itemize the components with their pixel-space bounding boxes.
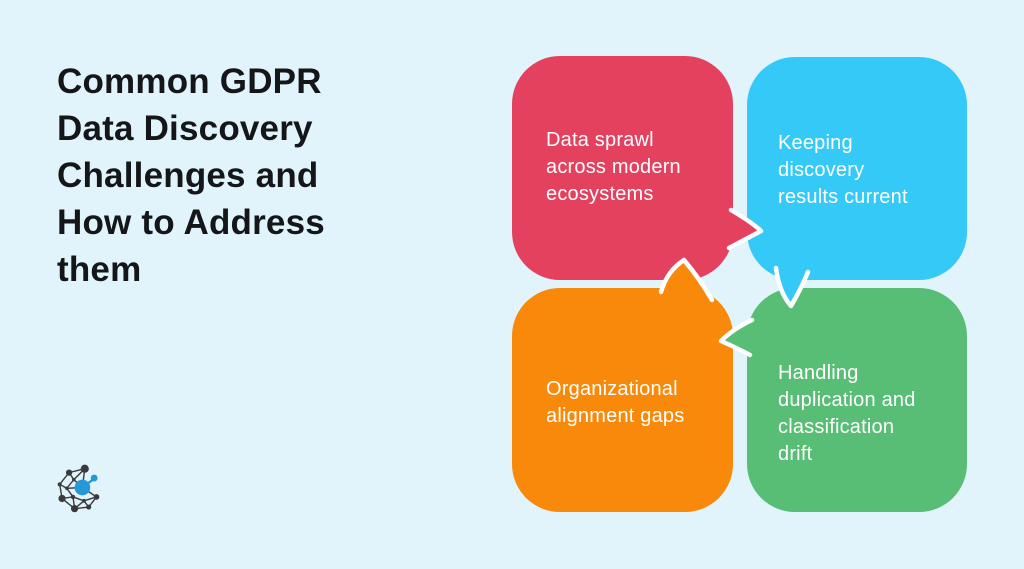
bubble-label-line: across modern <box>546 156 681 178</box>
bubble-duplication-drift <box>747 288 967 512</box>
logo-node <box>80 464 89 473</box>
bubble-label-line: duplication and <box>778 389 916 411</box>
bubble-label-line: ecosystems <box>546 183 654 205</box>
page-title-line: Data Discovery <box>57 109 313 148</box>
bubble-label-line: Handling <box>778 362 859 384</box>
bubble-label-duplication-drift: Handling duplication and classification … <box>778 360 916 468</box>
page-title-line: Common GDPR <box>57 62 322 101</box>
bubble-label-org-alignment: Organizational alignment gaps <box>546 376 684 430</box>
logo-blue-hub <box>74 479 91 496</box>
bubble-data-sprawl <box>512 56 733 280</box>
logo-node <box>70 505 79 513</box>
bubble-org-alignment <box>512 288 733 512</box>
bubble-keeping-current <box>747 57 967 280</box>
logo-node <box>93 494 100 500</box>
page-title-line: How to Address <box>57 203 325 242</box>
page-title: Common GDPR Data Discovery Challenges an… <box>57 58 325 293</box>
logo-node <box>57 482 62 487</box>
bubble-data-sprawl-tail <box>726 207 764 251</box>
logo-node <box>72 477 76 482</box>
bubble-org-alignment-tail <box>658 257 715 303</box>
logo-node <box>65 486 69 491</box>
bubble-label-line: Keeping <box>778 132 853 154</box>
bubble-label-keeping-current: Keeping discovery results current <box>778 130 908 211</box>
bubble-label-line: classification <box>778 416 895 438</box>
bubble-keeping-current-tail <box>773 265 811 309</box>
page-title-line: them <box>57 250 142 289</box>
bubble-label-line: Data sprawl <box>546 129 654 151</box>
bubble-label-line: results current <box>778 186 908 208</box>
network-graph-icon <box>57 464 100 513</box>
logo-node <box>58 494 66 503</box>
logo-node <box>86 504 92 510</box>
bubble-label-line: alignment gaps <box>546 405 685 427</box>
logo-node <box>65 469 73 476</box>
bubble-label-line: drift <box>778 443 813 465</box>
bubble-label-line: Organizational <box>546 378 678 400</box>
bubble-label-data-sprawl: Data sprawl across modern ecosystems <box>546 127 681 208</box>
bubble-duplication-drift-tail <box>718 317 755 358</box>
bubble-label-line: discovery <box>778 159 865 181</box>
logo-blue-satellite <box>90 474 98 482</box>
page-title-line: Challenges and <box>57 156 319 195</box>
logo-node <box>82 498 86 503</box>
logo-node <box>70 494 76 500</box>
